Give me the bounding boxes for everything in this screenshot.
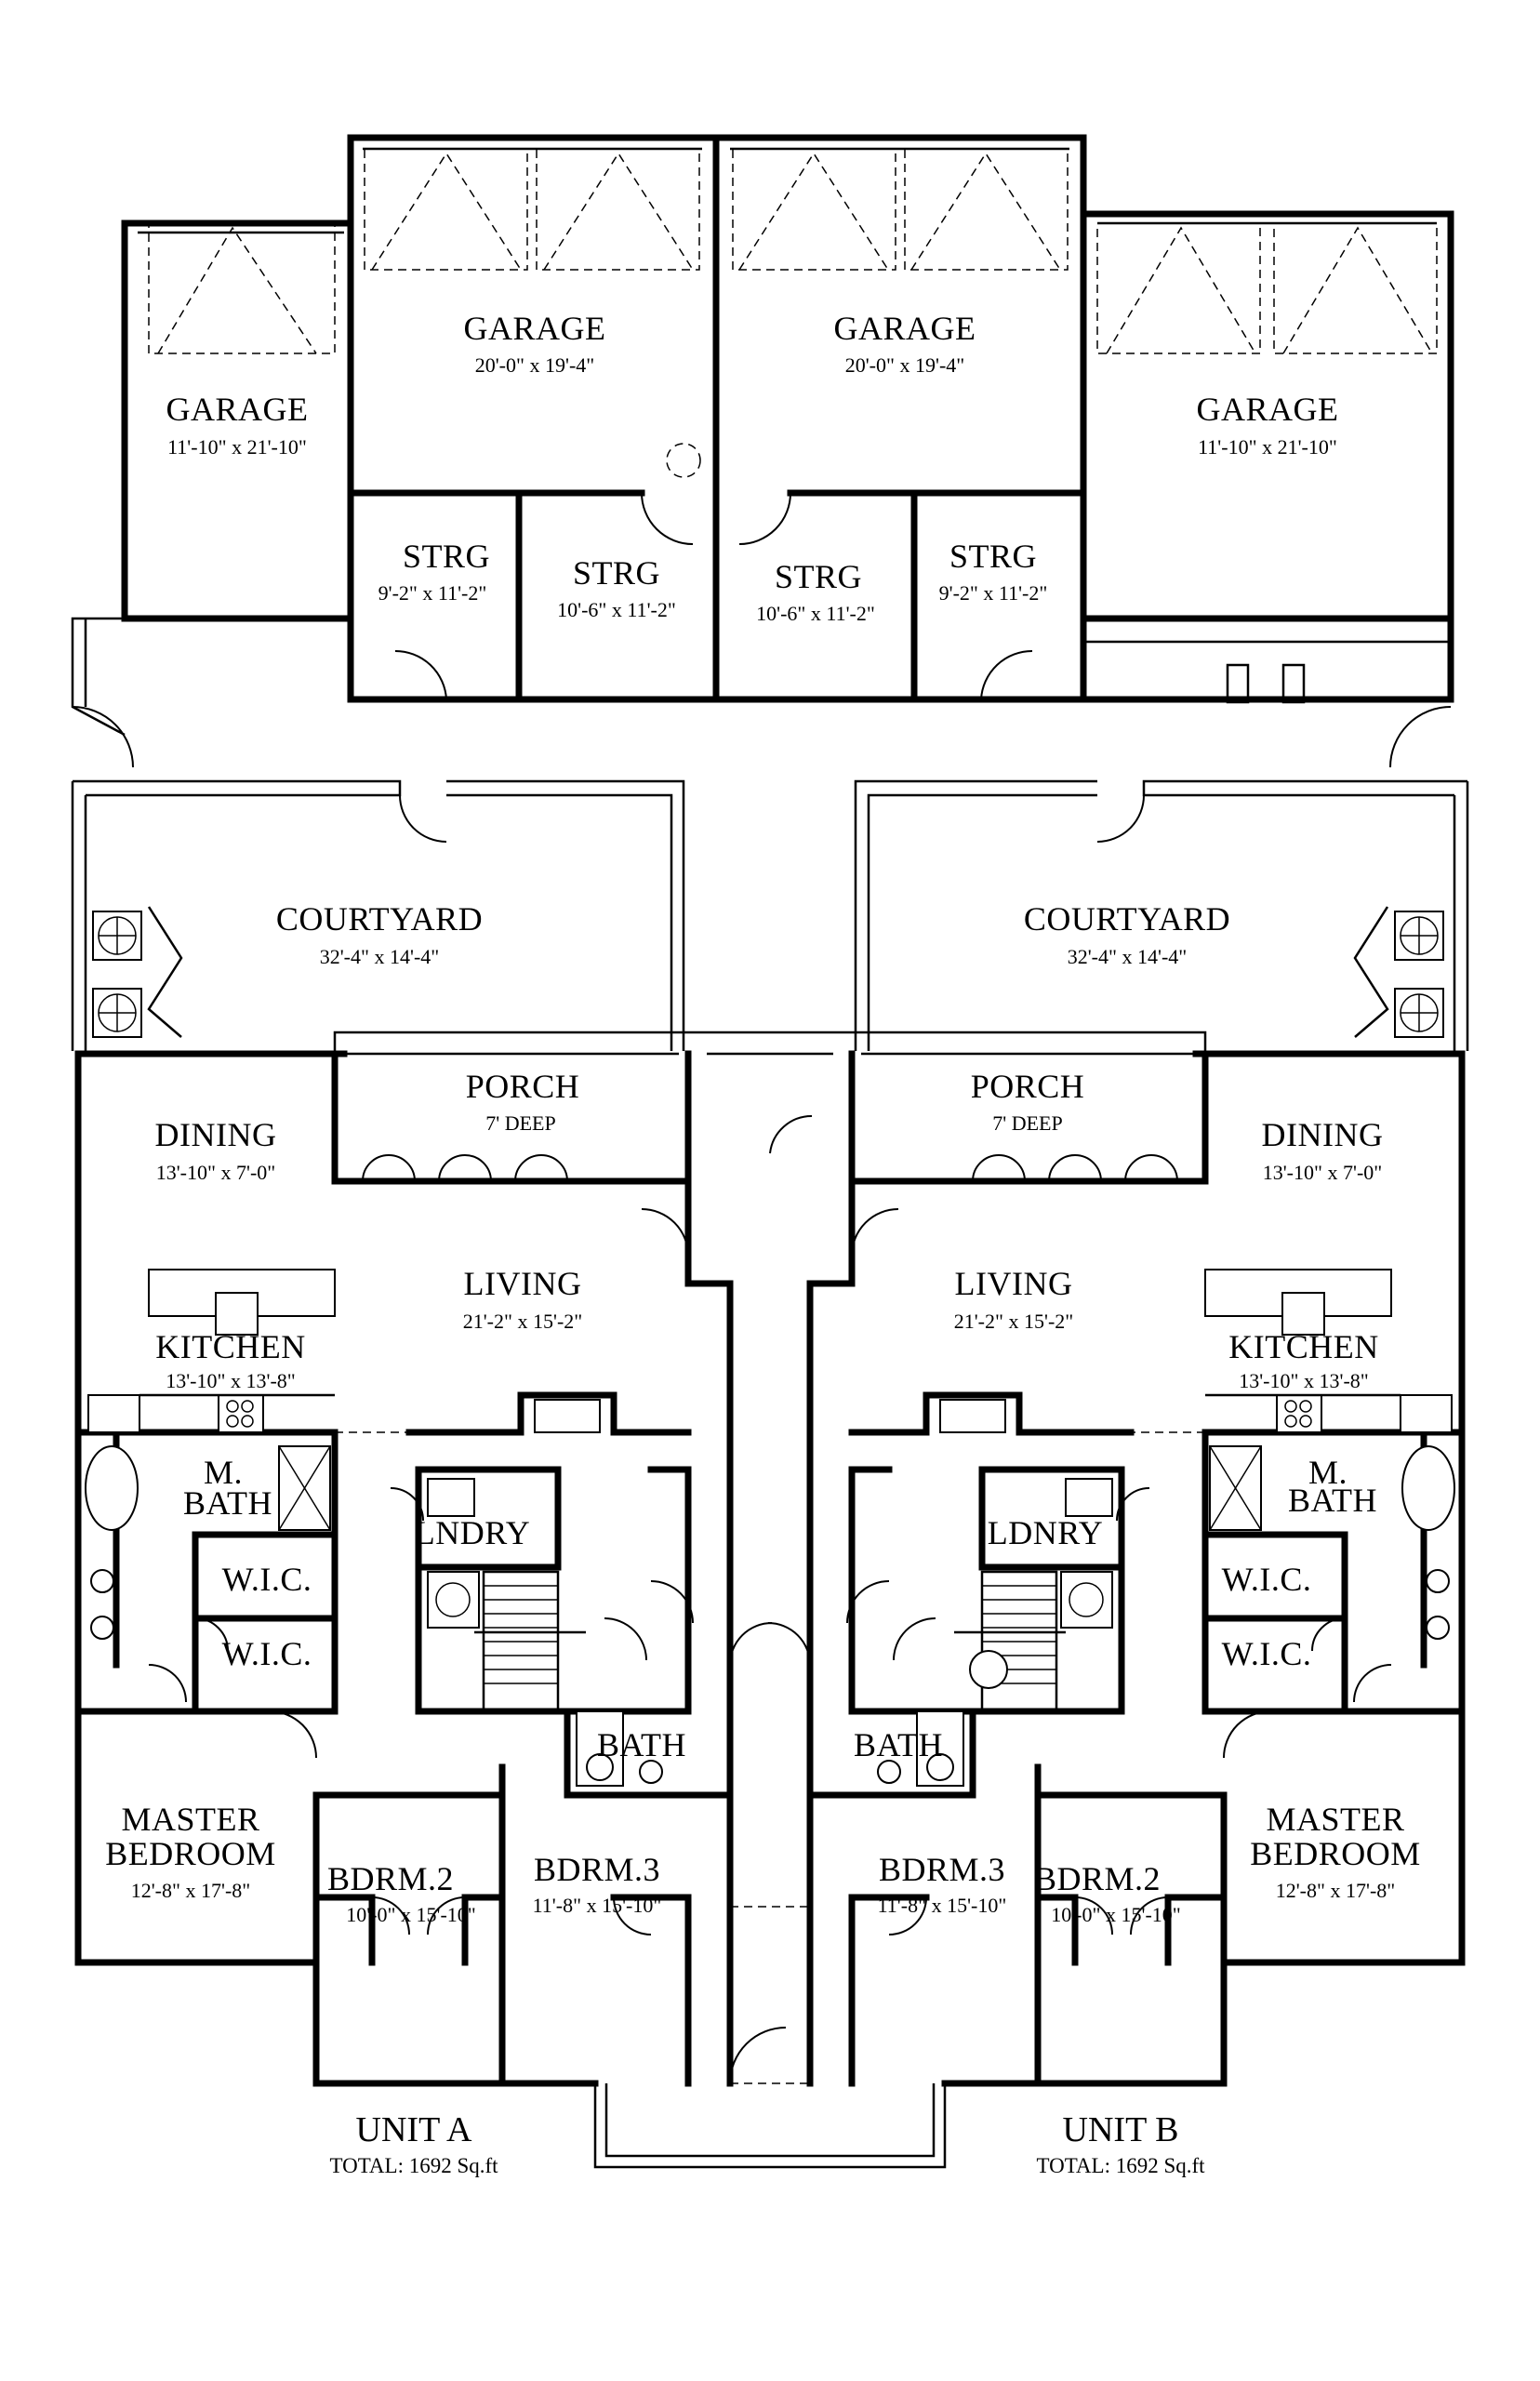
label-bdrm2-b-name: BDRM.2 xyxy=(1034,1860,1161,1897)
label-porch-b-name: PORCH xyxy=(971,1068,1085,1105)
label-kitchen-b-dim: 13'-10" x 13'-8" xyxy=(1239,1369,1369,1392)
storage-doors xyxy=(72,492,1452,768)
label-bdrm2-a-dim: 10'-0" x 15'-10" xyxy=(346,1903,476,1926)
unit-a-name: UNIT A xyxy=(356,2110,472,2149)
label-strg-3-name: STRG xyxy=(775,558,862,595)
label-living-a-dim: 21'-2" x 15'-2" xyxy=(463,1310,583,1333)
label-dining-a-name: DINING xyxy=(155,1116,277,1153)
label-garage-center-left-name: GARAGE xyxy=(464,310,606,347)
label-master-b-line1: MASTER xyxy=(1266,1801,1404,1838)
courtyard-walls xyxy=(71,779,1469,1051)
label-garage-right-dim: 11'-10" x 21'-10" xyxy=(1198,435,1337,459)
label-wic-a1: W.I.C. xyxy=(222,1561,312,1598)
label-wic-b1: W.I.C. xyxy=(1222,1561,1312,1598)
stair-b xyxy=(954,1570,1066,1713)
label-bdrm3-b-dim: 11'-8" x 15'-10" xyxy=(878,1894,1007,1917)
label-garage-center-right-dim: 20'-0" x 19'-4" xyxy=(845,353,965,377)
label-courtyard-a-dim: 32'-4" x 14'-4" xyxy=(320,945,440,968)
label-kitchen-a-name: KITCHEN xyxy=(155,1328,305,1365)
label-courtyard-b-dim: 32'-4" x 14'-4" xyxy=(1068,945,1188,968)
unit-a-total: TOTAL: 1692 Sq.ft xyxy=(329,2154,498,2177)
duplex-doors xyxy=(148,1114,1392,2084)
hvac-units xyxy=(92,906,1444,1038)
label-courtyard-a-name: COURTYARD xyxy=(276,900,483,938)
label-garage-left-dim: 11'-10" x 21'-10" xyxy=(167,435,307,459)
label-strg-3-dim: 10'-6" x 11'-2" xyxy=(756,602,875,625)
label-mbath-b-line2: BATH xyxy=(1288,1482,1377,1519)
duplex-walls xyxy=(74,1050,1466,2169)
label-bath-b: BATH xyxy=(854,1726,943,1763)
garage-door-outlines xyxy=(148,148,1438,478)
label-bdrm2-a-name: BDRM.2 xyxy=(327,1860,454,1897)
label-master-a-dim: 12'-8" x 17'-8" xyxy=(131,1879,251,1902)
stair-a xyxy=(474,1570,586,1713)
label-porch-a-dim: 7' DEEP xyxy=(485,1111,555,1135)
label-dining-a-dim: 13'-10" x 7'-0" xyxy=(156,1161,276,1184)
label-strg-4-dim: 9'-2" x 11'-2" xyxy=(939,581,1048,605)
label-master-b-line2: BEDROOM xyxy=(1250,1835,1421,1872)
label-wic-b2: W.I.C. xyxy=(1222,1635,1312,1672)
label-mbath-a-line2: BATH xyxy=(183,1484,272,1522)
label-master-a-line2: BEDROOM xyxy=(105,1835,276,1872)
label-strg-1-name: STRG xyxy=(403,538,490,575)
label-strg-2-dim: 10'-6" x 11'-2" xyxy=(557,598,676,621)
label-strg-1-dim: 9'-2" x 11'-2" xyxy=(378,581,487,605)
fixtures xyxy=(85,1269,1455,1787)
label-porch-b-dim: 7' DEEP xyxy=(992,1111,1062,1135)
label-mbath-a-line1: M. xyxy=(204,1454,243,1491)
label-bdrm3-b-name: BDRM.3 xyxy=(879,1851,1005,1888)
unit-labels: UNIT A TOTAL: 1692 Sq.ft UNIT B TOTAL: 1… xyxy=(329,2110,1205,2177)
label-living-a-name: LIVING xyxy=(464,1265,582,1302)
label-strg-2-name: STRG xyxy=(573,554,660,592)
label-courtyard-b-name: COURTYARD xyxy=(1024,900,1230,938)
label-kitchen-a-dim: 13'-10" x 13'-8" xyxy=(166,1369,296,1392)
label-porch-a-name: PORCH xyxy=(466,1068,580,1105)
label-kitchen-b-name: KITCHEN xyxy=(1228,1328,1378,1365)
label-living-b-dim: 21'-2" x 15'-2" xyxy=(954,1310,1074,1333)
label-lndry-a: LNDRY xyxy=(415,1514,531,1551)
unit-b-total: TOTAL: 1692 Sq.ft xyxy=(1036,2154,1205,2177)
label-bath-a: BATH xyxy=(597,1726,686,1763)
label-master-b-dim: 12'-8" x 17'-8" xyxy=(1276,1879,1396,1902)
label-living-b-name: LIVING xyxy=(955,1265,1073,1302)
room-labels: GARAGE 11'-10" x 21'-10" GARAGE 20'-0" x… xyxy=(105,310,1421,1926)
garage-building-walls xyxy=(71,134,1454,737)
label-dining-b-dim: 13'-10" x 7'-0" xyxy=(1263,1161,1383,1184)
label-bdrm3-a-name: BDRM.3 xyxy=(534,1851,660,1888)
label-wic-a2: W.I.C. xyxy=(222,1635,312,1672)
label-strg-4-name: STRG xyxy=(949,538,1037,575)
label-garage-center-right-name: GARAGE xyxy=(834,310,976,347)
label-bdrm2-b-dim: 10'-0" x 15'-10" xyxy=(1051,1903,1181,1926)
label-lndry-b: LDNRY xyxy=(988,1514,1104,1551)
label-master-a-line1: MASTER xyxy=(121,1801,259,1838)
label-dining-b-name: DINING xyxy=(1262,1116,1384,1153)
label-bdrm3-a-dim: 11'-8" x 15'-10" xyxy=(533,1894,662,1917)
unit-b-name: UNIT B xyxy=(1063,2110,1179,2149)
label-mbath-b-line1: M. xyxy=(1308,1454,1348,1491)
label-garage-center-left-dim: 20'-0" x 19'-4" xyxy=(475,353,595,377)
label-garage-left-name: GARAGE xyxy=(166,391,309,428)
label-garage-right-name: GARAGE xyxy=(1197,391,1339,428)
